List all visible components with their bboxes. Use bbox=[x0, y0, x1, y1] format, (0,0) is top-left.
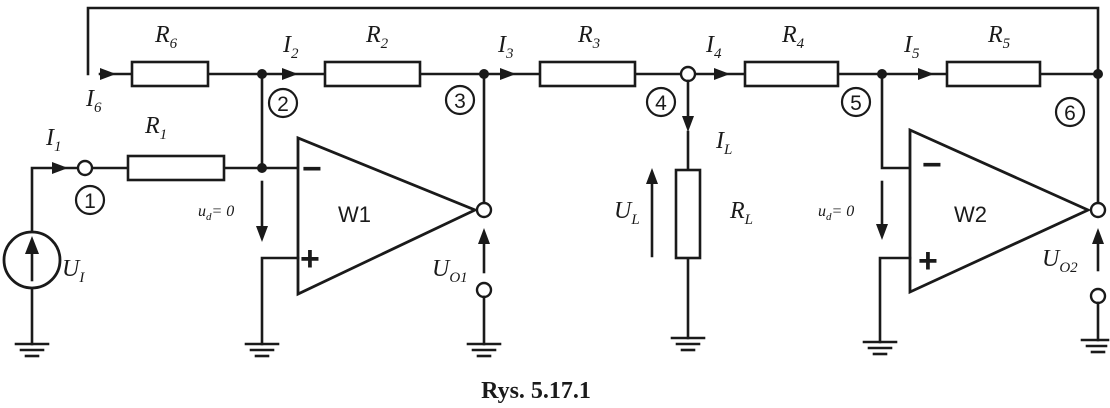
label-r3: R3 bbox=[577, 22, 600, 52]
label-r1: R1 bbox=[144, 113, 167, 143]
input-wiring bbox=[30, 72, 302, 346]
terminal-node-1 bbox=[76, 159, 94, 177]
w2-plus-wire bbox=[878, 256, 912, 344]
label-ui: UI bbox=[62, 256, 85, 286]
ud2-arrow bbox=[876, 180, 888, 240]
label-r5: R5 bbox=[987, 22, 1011, 52]
node-marker-3: 3 bbox=[444, 84, 476, 116]
opamp-w2-label: W2 bbox=[954, 202, 987, 227]
resistor-r6 bbox=[130, 60, 210, 88]
opamp-w2-plus: + bbox=[918, 242, 938, 280]
ud1-arrow bbox=[256, 180, 268, 242]
uo2-arrow bbox=[1092, 228, 1104, 272]
terminal-w1-out bbox=[475, 201, 493, 219]
figure-caption: Rys. 5.17.1 bbox=[481, 378, 591, 404]
ground-w2 bbox=[862, 340, 898, 356]
node-marker-2: 2 bbox=[267, 87, 299, 119]
svg-text:5: 5 bbox=[850, 92, 862, 115]
load-branch bbox=[682, 79, 694, 340]
opamp-w1-plus: + bbox=[300, 240, 320, 278]
svg-text:2: 2 bbox=[277, 93, 289, 116]
label-rl: RL bbox=[729, 198, 753, 228]
ground-w1 bbox=[244, 342, 280, 358]
ground-load bbox=[670, 336, 706, 352]
label-i3: I3 bbox=[497, 32, 514, 62]
current-source-ui bbox=[2, 230, 62, 290]
label-i5: I5 bbox=[903, 32, 920, 62]
resistor-r4 bbox=[743, 60, 840, 88]
label-r4: R4 bbox=[781, 22, 805, 52]
terminal-w2-out bbox=[1089, 201, 1107, 219]
resistor-r2 bbox=[323, 60, 422, 88]
label-i1: I1 bbox=[45, 125, 62, 155]
i5-arrow bbox=[918, 68, 934, 80]
resistor-r5 bbox=[945, 60, 1042, 88]
resistor-rl bbox=[674, 168, 702, 260]
w1-plus-wire bbox=[260, 256, 300, 346]
opamp-w1-label: W1 bbox=[338, 202, 371, 227]
node-marker-5: 5 bbox=[840, 86, 872, 118]
label-i2: I2 bbox=[282, 32, 299, 62]
label-i6: I6 bbox=[85, 86, 102, 116]
label-uo1: UO1 bbox=[432, 256, 468, 286]
node-marker-6: 6 bbox=[1054, 96, 1086, 128]
i4-arrow bbox=[714, 68, 730, 80]
label-i4: I4 bbox=[705, 32, 722, 62]
ground-w2-out bbox=[1080, 338, 1110, 354]
label-il: IL bbox=[715, 128, 732, 158]
node-marker-1: 1 bbox=[74, 184, 106, 216]
i3-arrow bbox=[500, 68, 516, 80]
label-ud2: ud= 0 bbox=[818, 203, 854, 223]
node-marker-4: 4 bbox=[645, 86, 677, 118]
terminal-node-4 bbox=[679, 65, 697, 83]
opamp-w2-minus: − bbox=[922, 146, 942, 184]
label-ul: UL bbox=[614, 198, 640, 228]
svg-text:3: 3 bbox=[454, 90, 466, 113]
i1-arrow bbox=[52, 162, 68, 174]
uo1-arrow bbox=[478, 228, 490, 274]
terminal-w1-ref bbox=[475, 281, 493, 299]
svg-text:1: 1 bbox=[84, 190, 96, 213]
i2-arrow bbox=[282, 68, 298, 80]
ul-arrow bbox=[646, 168, 658, 258]
label-r6: R6 bbox=[154, 22, 178, 52]
svg-text:4: 4 bbox=[655, 92, 667, 115]
ground-source bbox=[14, 342, 50, 358]
label-ud1: ud= 0 bbox=[198, 203, 234, 223]
opamp-w1 bbox=[296, 135, 479, 297]
resistor-r1 bbox=[126, 154, 226, 182]
label-uo2: UO2 bbox=[1042, 246, 1078, 276]
label-r2: R2 bbox=[365, 22, 389, 52]
opamp-w2 bbox=[908, 127, 1092, 295]
resistor-r3 bbox=[538, 60, 637, 88]
opamp-w1-minus: − bbox=[302, 150, 322, 188]
ground-w1-out bbox=[466, 342, 502, 358]
w2-minus-wire bbox=[880, 72, 912, 170]
terminal-w2-ref bbox=[1089, 287, 1107, 305]
svg-text:6: 6 bbox=[1064, 102, 1076, 125]
